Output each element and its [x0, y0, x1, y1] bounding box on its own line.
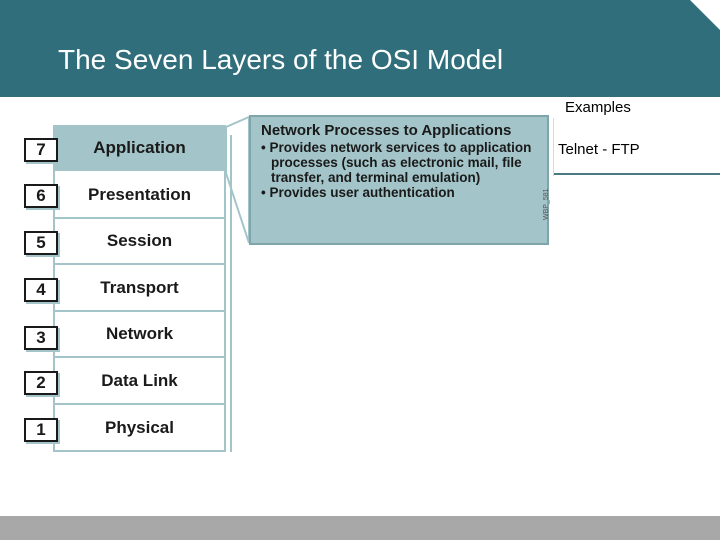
layer-number-6: 6: [24, 184, 58, 208]
description-title: Network Processes to Applications: [261, 122, 512, 139]
layer-network: Network: [53, 312, 226, 358]
layer-number-1: 1: [24, 418, 58, 442]
description-bullet: • Provides network services to applicati…: [261, 140, 532, 185]
layer-label: Network: [105, 324, 174, 343]
layer-number-3: 3: [24, 326, 58, 350]
header-bar: The Seven Layers of the OSI Model: [0, 0, 720, 97]
examples-label: Examples: [565, 99, 631, 116]
example-underline: [554, 173, 720, 175]
layer-label: Presentation: [88, 185, 191, 204]
figure-code: WBP_581: [543, 188, 550, 220]
layer-label: Session: [106, 231, 173, 250]
layer-number-4: 4: [24, 278, 58, 302]
layer-stack: [53, 125, 226, 452]
layer-transport: Transport: [53, 266, 226, 312]
description-bullet: • Provides user authentication: [261, 185, 455, 200]
layer-label: Application: [93, 138, 186, 157]
footer-bar: [0, 516, 720, 540]
layer-data-link: Data Link: [53, 359, 226, 405]
layer-label: Physical: [105, 418, 174, 437]
layer-description-box: Network Processes to Applications • Prov…: [249, 115, 549, 245]
page-title: The Seven Layers of the OSI Model: [58, 44, 504, 75]
layer-label: Data Link: [101, 371, 178, 390]
layer-number-7: 7: [24, 138, 58, 162]
layer-number-2: 2: [24, 371, 58, 395]
layer-presentation: Presentation: [53, 173, 226, 219]
examples-divider: [553, 118, 554, 176]
layer-number-5: 5: [24, 231, 58, 255]
layer-physical: Physical: [53, 405, 226, 451]
corner-fold: [690, 0, 720, 30]
layer-label: Transport: [100, 278, 179, 297]
example-item: Telnet - FTP: [558, 141, 640, 158]
layer-session: Session: [53, 219, 226, 265]
